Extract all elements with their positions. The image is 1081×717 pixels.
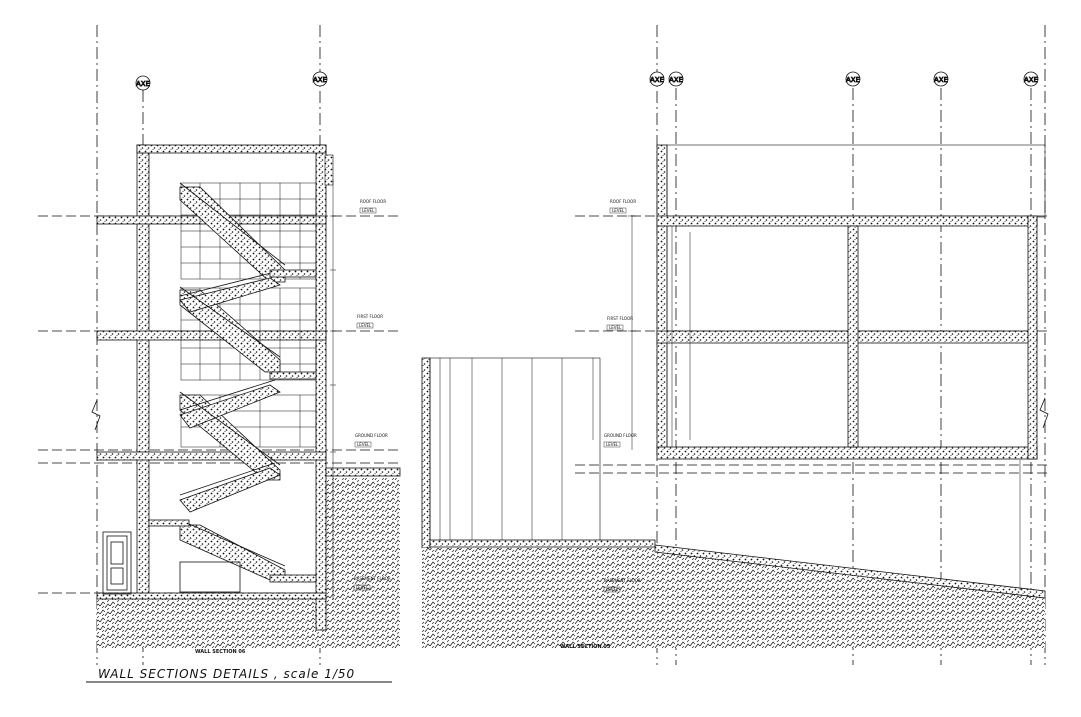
svg-text:LEVEL: LEVEL — [362, 208, 375, 213]
svg-text:LEVEL: LEVEL — [609, 325, 622, 330]
wall-section-06: ROOF FLOOR LEVEL FIRST FLOOR LEVEL GROUN… — [91, 144, 401, 655]
section-label-05: WALL SECTION 05 — [560, 644, 611, 650]
svg-text:BASEMENT FLOOR: BASEMENT FLOOR — [604, 578, 641, 583]
svg-text:LEVEL: LEVEL — [606, 442, 619, 447]
svg-text:GROUND FLOOR: GROUND FLOOR — [604, 433, 637, 438]
floor-label-roof-right: ROOF FLOOR LEVEL — [609, 199, 636, 214]
svg-text:LEVEL: LEVEL — [612, 208, 625, 213]
svg-text:FIRST FLOOR: FIRST FLOOR — [607, 316, 633, 321]
svg-text:ROOF FLOOR: ROOF FLOOR — [610, 199, 636, 204]
svg-text:FIRST FLOOR: FIRST FLOOR — [357, 314, 383, 319]
floor-label-basement-right: BASEMENT FLOOR LEVEL — [603, 578, 641, 593]
floor-label-first-right: FIRST FLOOR LEVEL — [606, 316, 633, 331]
axis-bubble: AXE — [313, 71, 327, 87]
stair-flights — [148, 182, 317, 593]
soil-left — [97, 598, 400, 648]
axis-bubble: AXE — [669, 71, 683, 87]
svg-text:AXE: AXE — [846, 76, 860, 84]
svg-text:AXE: AXE — [934, 76, 948, 84]
svg-text:BASEMENT FLOOR: BASEMENT FLOOR — [354, 576, 391, 581]
soil-right-slab — [325, 478, 400, 598]
svg-text:AXE: AXE — [1024, 76, 1038, 84]
floor-label-ground: GROUND FLOOR LEVEL — [354, 433, 388, 448]
svg-text:GROUND FLOOR: GROUND FLOOR — [355, 433, 388, 438]
door — [102, 531, 132, 595]
axis-bubble: AXE — [136, 75, 150, 91]
floor-label-first: FIRST FLOOR LEVEL — [356, 314, 383, 329]
drawing-title: WALL SECTIONS DETAILS , scale 1/50 — [86, 667, 392, 683]
floor-label-basement: BASEMENT FLOOR LEVEL — [353, 576, 391, 591]
floor-label-roof: ROOF FLOOR LEVEL — [359, 199, 386, 214]
svg-text:WALL SECTIONS DETAILS , scale: WALL SECTIONS DETAILS , scale 1/50 — [98, 667, 355, 681]
wall-section-05: ROOF FLOOR LEVEL FIRST FLOOR LEVEL GROUN… — [560, 144, 1049, 650]
svg-text:LEVEL: LEVEL — [357, 442, 370, 447]
section-label-06: WALL SECTION 06 — [195, 649, 246, 655]
axis-bubble: AXE — [650, 71, 664, 87]
svg-text:ROOF FLOOR: ROOF FLOOR — [360, 199, 386, 204]
svg-text:AXE: AXE — [136, 80, 150, 88]
retaining-wall — [421, 357, 1046, 648]
axis-bubbles: AXE AXE AXE AXE AXE AXE AXE — [136, 71, 1038, 91]
axis-bubble: AXE — [1024, 71, 1038, 87]
svg-text:AXE: AXE — [313, 76, 327, 84]
svg-text:LEVEL: LEVEL — [359, 323, 372, 328]
floor-label-ground-right: GROUND FLOOR LEVEL — [603, 433, 637, 448]
svg-text:AXE: AXE — [650, 76, 664, 84]
svg-text:LEVEL: LEVEL — [356, 585, 369, 590]
svg-text:LEVEL: LEVEL — [606, 587, 619, 592]
axis-bubble: AXE — [846, 71, 860, 87]
svg-text:AXE: AXE — [669, 76, 683, 84]
axis-bubble: AXE — [934, 71, 948, 87]
